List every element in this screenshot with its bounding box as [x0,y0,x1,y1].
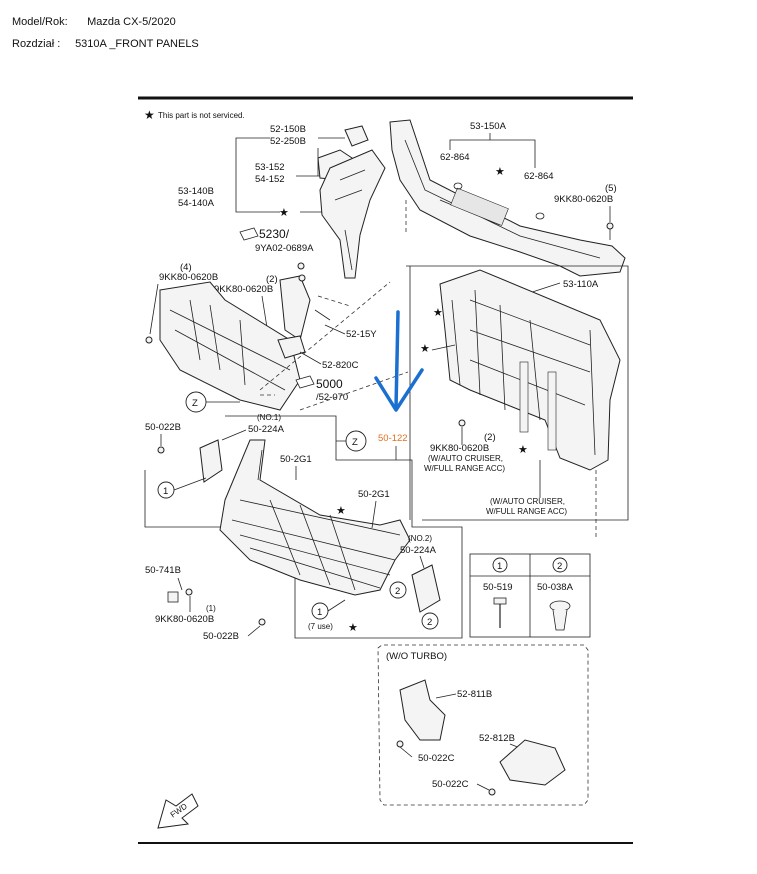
fwd-arrow-icon: FWD [157,793,199,829]
deflector-52-811B [399,679,446,741]
star-icon: ★ [495,166,505,178]
label-seven-use: (7 use) [308,622,333,631]
label-52-811B: 52-811B [457,689,492,700]
label-wo-turbo: (W/O TURBO) [386,651,447,662]
label-50-022B-top: 50-022B [145,422,181,433]
star-icon: ★ [433,307,443,319]
label-50-022C-a: 50-022C [418,753,455,764]
clip-50-519-icon [493,597,507,628]
label-62-864-a: 62-864 [440,152,470,163]
label-z2: Z [352,437,358,448]
label-no2: (NO.2) [408,534,432,543]
section-label: Rozdział : [12,38,61,50]
label-52-15Y: 52-15Y [346,329,377,340]
label-50-741B: 50-741B [145,565,181,576]
label-50-224A-2: 50-224A [400,545,437,556]
label-n4: (4) [180,262,192,273]
star-icon: ★ [420,343,430,355]
label-auto1b: W/FULL RANGE ACC) [424,464,505,473]
label-c2b: 2 [427,617,432,628]
star-icon: ★ [336,505,346,517]
star-icon: ★ [348,622,358,634]
label-n2b: (2) [484,432,496,443]
label-z1: Z [192,398,198,409]
label-53-110A: 53-110A [563,279,599,290]
table-col2-head: 2 [557,561,562,572]
note-text: This part is not serviced. [158,111,245,120]
book-icon [295,375,315,389]
label-auto1: (W/AUTO CRUISER, [428,454,503,463]
deflector-52-812B [499,739,566,786]
bracket-52-820C [277,335,306,359]
label-52-820C: 52-820C [322,360,359,371]
radiator-support-53-110A [439,269,621,471]
star-icon: ★ [279,207,289,219]
bolt-icon [606,222,614,240]
down-arrow-icon [374,310,424,412]
label-50-2G1-a: 50-2G1 [280,454,312,465]
label-9KK80-d: 9KK80-0620B [155,614,214,625]
fastener-table: 1 2 50-519 50-038A [469,553,591,638]
label-no1: (NO.1) [257,413,281,422]
label-9KK80-2: 9KK80-0620B [214,284,273,295]
section-value: 5310A _FRONT PANELS [75,38,199,50]
label-n5: (5) [605,183,617,194]
model-label: Model/Rok: [12,16,68,28]
label-52-812B: 52-812B [479,733,515,744]
svg-text:★: ★ [144,108,155,122]
label-5230: 5230/ [259,227,290,241]
bracket-52-150B [344,125,369,147]
label-50-224A-1: 50-224A [248,424,285,435]
air-guide-no1 [199,439,223,483]
label-c1: 1 [163,486,168,497]
label-5000: 5000 [316,377,343,391]
label-53-140B: 53-140B [178,186,214,197]
label-52-250B: 52-250B [270,136,306,147]
star-icon: ★ [144,108,155,122]
air-guide-no2 [411,564,441,613]
star-icon: ★ [518,444,528,456]
wo-turbo-box [377,644,589,806]
label-auto2: (W/AUTO CRUISER, [490,497,565,506]
label-54-140A: 54-140A [178,198,215,209]
model-row: Model/Rok: Mazda CX-5/2020 [12,16,176,28]
label-50-2G1-b: 50-2G1 [358,489,390,500]
side-bracket-53-140B [319,149,386,279]
label-9KK80-c: 9KK80-0620B [430,443,489,454]
label-50-022C-b: 50-022C [432,779,469,790]
label-53-152: 53-152 [255,162,285,173]
label-c2: 2 [395,586,400,597]
label-c1b: 1 [317,607,322,618]
label-52-150B: 52-150B [270,124,306,135]
shutter-50-122 [219,439,411,596]
book-icon [239,227,259,241]
label-n1: (1) [206,604,216,613]
model-value: Mazda CX-5/2020 [87,16,176,28]
label-9KK80-5: 9KK80-0620B [554,194,613,205]
label-50-519: 50-519 [483,582,513,593]
label-9YA02: 9YA02-0689A [255,243,314,254]
label-50-038A: 50-038A [537,582,574,593]
label-54-152: 54-152 [255,174,285,185]
reinforcement-bar [159,281,301,411]
label-n2a: (2) [266,274,278,285]
table-col1-head: 1 [497,561,502,572]
label-53-150A: 53-150A [470,121,507,132]
clip-50-038A-icon [549,600,571,631]
bracket-52-15Y [279,275,311,341]
label-auto2b: W/FULL RANGE ACC) [486,507,567,516]
label-52-070: /52-070 [316,392,348,403]
label-50-122: 50-122 [378,433,408,444]
label-62-864-b: 62-864 [524,171,554,182]
label-50-022B-bot: 50-022B [203,631,239,642]
section-row: Rozdział : 5310A _FRONT PANELS [12,38,199,50]
label-9KK80-4: 9KK80-0620B [159,272,218,283]
